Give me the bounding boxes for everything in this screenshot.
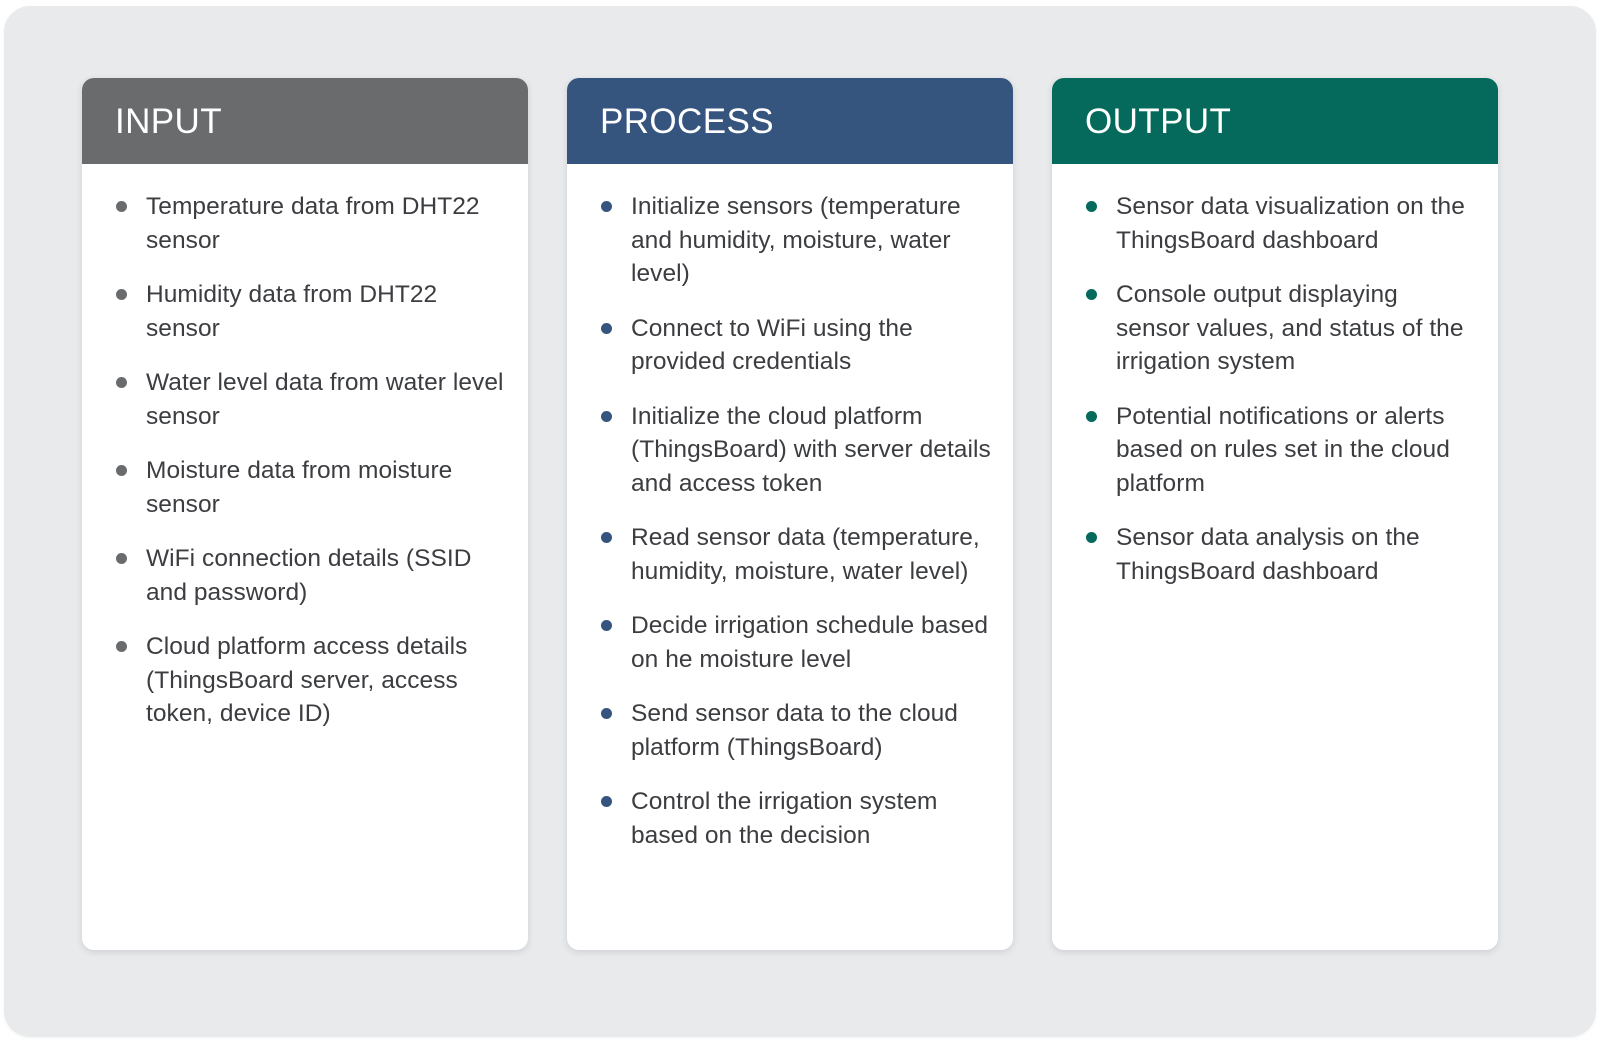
list-item-label: Send sensor data to the cloud platform (… — [631, 700, 958, 761]
process-column-card: PROCESS Initialize sensors (temperature … — [567, 78, 1013, 950]
input-bullet-list: Temperature data from DHT22 sensor Humid… — [108, 190, 506, 731]
list-item-label: Humidity data from DHT22 sensor — [146, 281, 438, 342]
bullet-dot-icon — [1086, 532, 1097, 543]
list-item-label: Cloud platform access details (ThingsBoa… — [146, 633, 468, 727]
bullet-dot-icon — [1086, 201, 1097, 212]
list-item-label: Temperature data from DHT22 sensor — [146, 193, 480, 254]
list-item: Water level data from water level sensor — [108, 366, 506, 433]
bullet-dot-icon — [116, 641, 127, 652]
bullet-dot-icon — [116, 553, 127, 564]
list-item-label: Moisture data from moisture sensor — [146, 457, 453, 518]
input-column-title: INPUT — [115, 101, 222, 141]
list-item-label: Control the irrigation system based on t… — [631, 788, 938, 849]
bullet-dot-icon — [116, 465, 127, 476]
list-item-label: Water level data from water level sensor — [146, 369, 504, 430]
list-item-label: Console output displaying sensor values,… — [1116, 281, 1464, 375]
input-column-header: INPUT — [82, 78, 528, 164]
list-item: Read sensor data (temperature, humidity,… — [593, 521, 991, 588]
list-item-label: Sensor data analysis on the ThingsBoard … — [1116, 524, 1420, 585]
bullet-dot-icon — [116, 201, 127, 212]
list-item: Humidity data from DHT22 sensor — [108, 278, 506, 345]
list-item: Potential notifications or alerts based … — [1078, 400, 1476, 501]
list-item-label: Potential notifications or alerts based … — [1116, 402, 1450, 497]
list-item-label: Initialize the cloud platform (ThingsBoa… — [631, 402, 991, 497]
list-item-label: Read sensor data (temperature, humidity,… — [631, 524, 980, 585]
bullet-dot-icon — [601, 620, 612, 631]
input-column-card: INPUT Temperature data from DHT22 sensor… — [82, 78, 528, 950]
list-item-label: Initialize sensors (temperature and humi… — [631, 193, 961, 287]
bullet-dot-icon — [601, 532, 612, 543]
process-column-title: PROCESS — [600, 101, 774, 141]
list-item: Cloud platform access details (ThingsBoa… — [108, 630, 506, 731]
bullet-dot-icon — [601, 708, 612, 719]
list-item-label: WiFi connection details (SSID and passwo… — [146, 545, 472, 606]
process-bullet-list: Initialize sensors (temperature and humi… — [593, 190, 991, 852]
output-column-header: OUTPUT — [1052, 78, 1498, 164]
bullet-dot-icon — [601, 410, 612, 422]
bullet-dot-icon — [601, 322, 612, 334]
bullet-dot-icon — [116, 377, 127, 388]
output-column-body: Sensor data visualization on the ThingsB… — [1052, 164, 1498, 950]
input-column-body: Temperature data from DHT22 sensor Humid… — [82, 164, 528, 950]
list-item: Connect to WiFi using the provided crede… — [593, 312, 991, 379]
list-item-label: Connect to WiFi using the provided crede… — [631, 314, 913, 376]
list-item: Decide irrigation schedule based on he m… — [593, 609, 991, 676]
output-column-title: OUTPUT — [1085, 101, 1232, 141]
bullet-dot-icon — [601, 796, 612, 807]
ipo-columns: INPUT Temperature data from DHT22 sensor… — [82, 78, 1498, 954]
output-column-card: OUTPUT Sensor data visualization on the … — [1052, 78, 1498, 950]
bullet-dot-icon — [1086, 410, 1097, 422]
list-item: Initialize sensors (temperature and humi… — [593, 190, 991, 291]
list-item: Initialize the cloud platform (ThingsBoa… — [593, 400, 991, 501]
bullet-dot-icon — [1086, 289, 1097, 300]
output-bullet-list: Sensor data visualization on the ThingsB… — [1078, 190, 1476, 588]
list-item-label: Sensor data visualization on the ThingsB… — [1116, 193, 1465, 254]
list-item: Sensor data visualization on the ThingsB… — [1078, 190, 1476, 257]
list-item: Console output displaying sensor values,… — [1078, 278, 1476, 379]
list-item: Sensor data analysis on the ThingsBoard … — [1078, 521, 1476, 588]
process-column-body: Initialize sensors (temperature and humi… — [567, 164, 1013, 950]
list-item: Send sensor data to the cloud platform (… — [593, 697, 991, 764]
list-item: Temperature data from DHT22 sensor — [108, 190, 506, 257]
bullet-dot-icon — [601, 201, 612, 212]
list-item: Moisture data from moisture sensor — [108, 454, 506, 521]
bullet-dot-icon — [116, 289, 127, 300]
process-column-header: PROCESS — [567, 78, 1013, 164]
diagram-panel: INPUT Temperature data from DHT22 sensor… — [4, 6, 1596, 1037]
list-item: Control the irrigation system based on t… — [593, 785, 991, 852]
list-item: WiFi connection details (SSID and passwo… — [108, 542, 506, 609]
list-item-label: Decide irrigation schedule based on he m… — [631, 612, 989, 673]
